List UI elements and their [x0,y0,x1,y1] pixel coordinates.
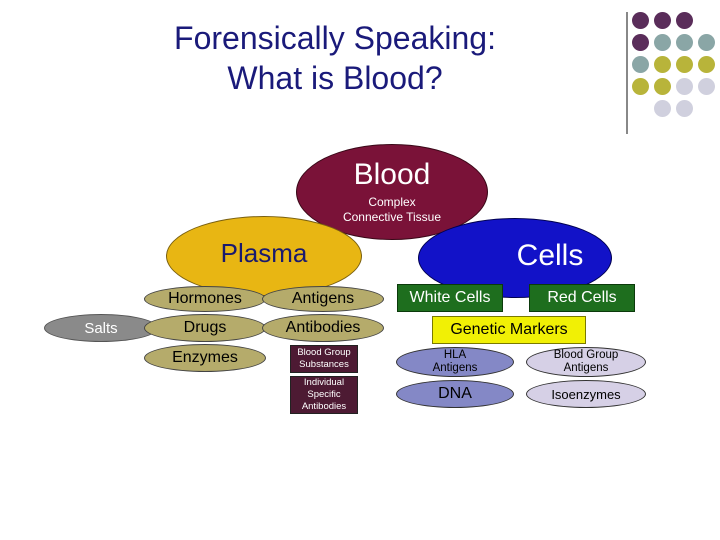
decorative-dot-grid [632,12,716,124]
dot-icon [654,34,671,51]
dot-icon [698,78,715,95]
white-cells-box: White Cells [397,284,503,312]
dot-icon [632,34,649,51]
plasma-label: Plasma [220,237,308,268]
dot-icon [654,78,671,95]
hormones-label: Hormones [168,290,242,307]
cells-label: Cells [516,239,584,272]
blood-node: Blood Complex Connective Tissue [296,144,488,240]
individual-antibodies-line-3: Antibodies [301,401,347,412]
hla-line-1: HLA [443,349,467,361]
red-cells-box: Red Cells [529,284,635,312]
dna-label: DNA [438,385,472,402]
antigens-label: Antigens [291,290,355,307]
blood-sub-1: Complex [368,195,416,209]
divider-line [626,12,628,134]
individual-antibodies-box: Individual Specific Antibodies [290,376,358,414]
blood-sub-2: Connective Tissue [342,210,442,224]
dot-icon [654,12,671,29]
dot-icon [676,34,693,51]
blood-group-substances-box: Blood Group Substances [290,345,358,373]
enzymes-node: Enzymes [144,344,266,372]
salts-label: Salts [84,319,118,337]
salts-node: Salts [44,314,158,342]
title-line-1: Forensically Speaking: [174,20,496,56]
dna-node: DNA [396,380,514,408]
bg-antigens-line-2: Antigens [563,362,609,374]
dot-icon [632,78,649,95]
hla-line-2: Antigens [432,362,478,374]
isoenzymes-label: Isoenzymes [551,386,621,402]
dot-icon [676,56,693,73]
hormones-node: Hormones [144,286,266,312]
dot-icon [632,12,649,29]
dot-icon [698,34,715,51]
dot-icon [654,100,671,117]
page-title: Forensically Speaking: What is Blood? [100,18,570,98]
individual-antibodies-line-2: Specific [307,389,341,400]
plasma-node: Plasma [166,216,362,296]
dot-icon [676,12,693,29]
drugs-label: Drugs [183,319,227,336]
isoenzymes-node: Isoenzymes [526,380,646,408]
antigens-node: Antigens [262,286,384,312]
genetic-markers-box: Genetic Markers [432,316,586,344]
white-cells-label: White Cells [409,289,491,306]
drugs-node: Drugs [144,314,266,342]
enzymes-label: Enzymes [172,349,238,366]
genetic-markers-label: Genetic Markers [450,321,568,338]
bg-antigens-line-1: Blood Group [553,349,619,361]
blood-group-substances-line-1: Blood Group [297,347,351,358]
title-line-2: What is Blood? [227,60,443,96]
dot-icon [676,78,693,95]
dot-icon [654,56,671,73]
dot-icon [632,56,649,73]
hla-antigens-node: HLA Antigens [396,347,514,377]
dot-icon [676,100,693,117]
blood-label: Blood [353,158,431,191]
red-cells-label: Red Cells [547,289,617,306]
antibodies-node: Antibodies [262,314,384,342]
blood-group-substances-line-2: Substances [299,359,349,370]
blood-group-antigens-node: Blood Group Antigens [526,347,646,377]
individual-antibodies-line-1: Individual [303,377,345,388]
dot-icon [698,56,715,73]
antibodies-label: Antibodies [285,319,361,336]
